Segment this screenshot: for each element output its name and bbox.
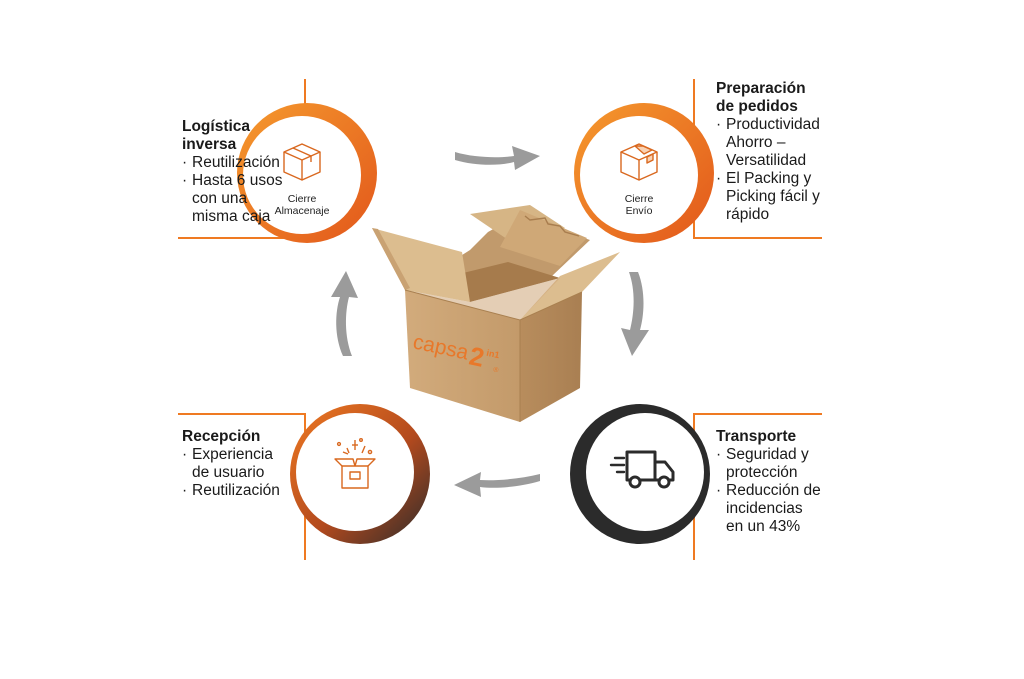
list-item: · Hasta 6 usos con una misma caja <box>182 172 282 226</box>
item-line: Ahorro – <box>726 134 786 151</box>
brand-reg: ® <box>493 365 501 374</box>
bullet: · <box>182 446 188 463</box>
brand-super: in1 <box>486 348 501 360</box>
item-line: Experiencia <box>192 446 273 463</box>
item-line: El Packing y <box>726 170 812 187</box>
node-label-almacenaje: Cierre Almacenaje <box>262 193 342 217</box>
item-line: con una <box>192 190 248 207</box>
node-label-line: Envío <box>625 205 653 217</box>
node-recepcion <box>290 404 430 544</box>
block-title: Logística <box>182 118 251 135</box>
item-line: rápido <box>726 206 770 223</box>
block-recepcion: Recepción · Experiencia de usuario · Reu… <box>182 428 280 500</box>
node-envio <box>574 103 714 243</box>
cardboard-box <box>372 205 620 422</box>
taped-box-icon <box>620 143 658 181</box>
list-item: · Seguridad y protección <box>716 446 821 482</box>
item-line: Reutilización <box>192 482 280 499</box>
brand-mark: 2 <box>467 340 487 372</box>
block-title: Transporte <box>716 428 797 445</box>
item-line: Picking fácil y <box>726 188 820 205</box>
bullet: · <box>716 116 722 133</box>
open-box-sparkles-icon <box>334 438 376 489</box>
arrow-left-up <box>331 271 358 356</box>
item-line: Hasta 6 usos <box>192 172 283 189</box>
cycle-arrows <box>331 146 649 497</box>
item-line: incidencias <box>726 500 803 517</box>
item-line: Productividad <box>726 116 820 133</box>
block-title: Preparación <box>716 80 806 97</box>
list-item: · Experiencia de usuario <box>182 446 280 482</box>
block-title: de pedidos <box>716 98 798 115</box>
node-label-line: Cierre <box>624 193 654 205</box>
delivery-truck-icon <box>609 450 675 489</box>
bullet: · <box>182 172 188 189</box>
bullet: · <box>716 446 722 463</box>
list-item: · Reducción de incidencias en un 43% <box>716 482 821 536</box>
box-icon <box>283 143 321 181</box>
arrow-right-down <box>621 272 649 356</box>
item-line: misma caja <box>192 208 271 225</box>
node-transporte <box>570 404 710 544</box>
bullet: · <box>182 482 188 499</box>
item-line: en un 43% <box>726 518 801 535</box>
node-label-line: Almacenaje <box>274 205 330 217</box>
list-item: · Reutilización <box>182 482 280 500</box>
node-almacenaje <box>237 103 377 243</box>
node-label-envio: Cierre Envío <box>599 193 679 217</box>
item-line: Versatilidad <box>726 152 807 169</box>
list-item: · Productividad Ahorro – Versatilidad <box>716 116 820 170</box>
list-item: · Reutilización <box>182 154 282 172</box>
arrow-bottom-left <box>454 472 540 497</box>
block-title: Recepción <box>182 428 261 445</box>
block-preparacion-pedidos: Preparación de pedidos · Productividad A… <box>716 80 820 224</box>
item-line: Seguridad y <box>726 446 809 463</box>
bullet: · <box>716 170 722 187</box>
block-logistica-inversa: Logística inversa · Reutilización · Hast… <box>182 118 282 226</box>
node-label-line: Cierre <box>287 193 317 205</box>
bullet: · <box>716 482 722 499</box>
list-item: · El Packing y Picking fácil y rápido <box>716 170 820 224</box>
block-transporte: Transporte · Seguridad y protección · Re… <box>716 428 821 536</box>
arrow-top-right <box>455 146 540 170</box>
block-title: inversa <box>182 136 237 153</box>
item-line: Reducción de <box>726 482 821 499</box>
item-line: de usuario <box>192 464 265 481</box>
bullet: · <box>182 154 188 171</box>
item-line: Reutilización <box>192 154 280 171</box>
item-line: protección <box>726 464 798 481</box>
